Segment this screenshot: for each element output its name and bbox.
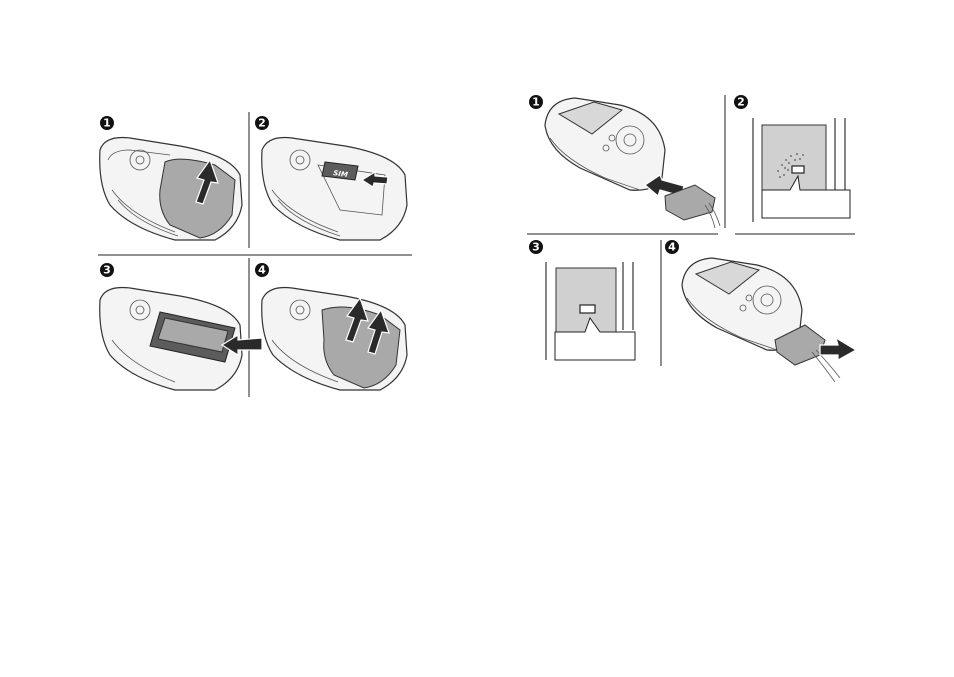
step-number-text: 1 [532,96,540,109]
phone-back-illustration [100,138,242,241]
left-step-2-panel: 2 SIM [255,116,407,240]
step-number-text: 4 [258,264,266,277]
phone-back-illustration [100,288,262,391]
right-step-3-panel: 3 [529,240,635,360]
left-step-4-panel: 4 [255,263,407,390]
right-illustration-group: 1 2 [527,95,856,382]
phone-front-illustration [682,258,856,382]
step-number-text: 3 [532,241,540,254]
left-illustration-group: 1 2 SIM [98,112,412,397]
right-step-4-panel: 4 [665,240,856,382]
right-step-1-panel: 1 [529,95,720,228]
phone-back-illustration: SIM [262,138,407,241]
step-number-text: 2 [737,96,745,109]
left-step-1-panel: 1 [100,116,242,240]
battery-full-icon [580,305,595,313]
step-number-text: 3 [103,264,111,277]
step-number-text: 2 [258,117,266,130]
right-step-2-panel: 2 [734,95,850,222]
phone-back-illustration [262,288,407,391]
left-step-3-panel: 3 [100,263,262,390]
screen-closeup [546,262,635,360]
step-number-text: 1 [103,117,111,130]
battery-icon [792,166,804,173]
phone-front-illustration [545,98,720,228]
pull-arrow-icon [820,338,856,360]
screen-closeup [753,118,850,222]
step-number-text: 4 [668,241,676,254]
